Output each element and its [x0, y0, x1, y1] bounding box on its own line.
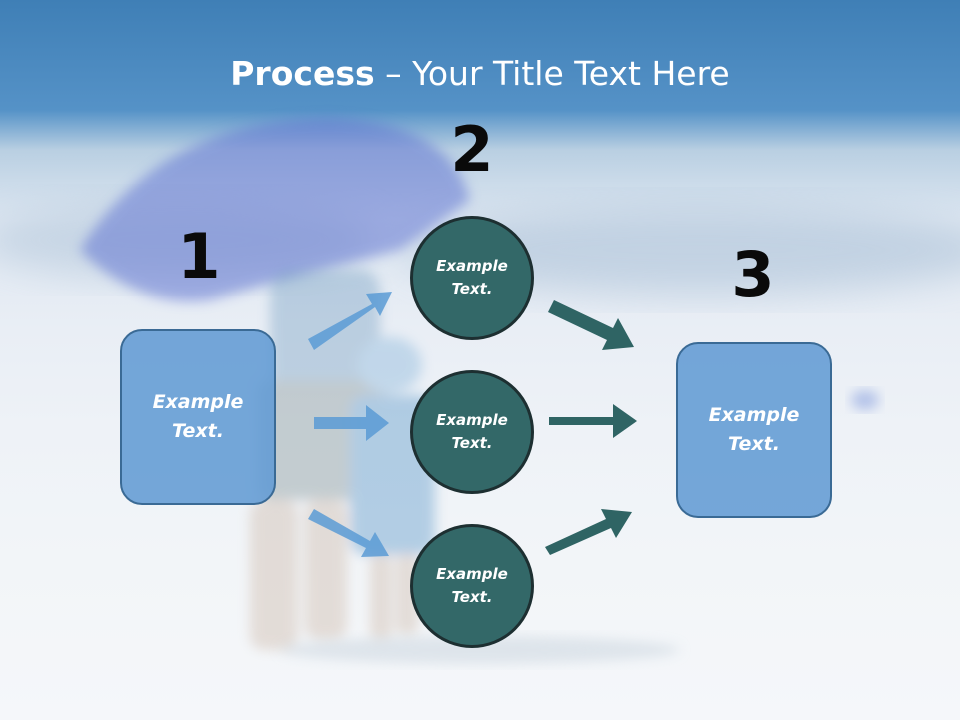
arrow-from-circle-2: [549, 404, 637, 438]
process-circle-1[interactable]: Example Text.: [410, 216, 534, 340]
left-box-text: Example Text.: [152, 391, 244, 442]
arrow-to-circle-1: [308, 292, 392, 350]
slide-title: Process – Your Title Text Here: [0, 52, 960, 96]
arrows-out: [545, 300, 637, 555]
circle-3-text: Example Text.: [436, 565, 508, 606]
left-process-box[interactable]: Example Text.: [120, 329, 276, 505]
right-box-text: Example Text.: [708, 404, 800, 455]
arrow-to-circle-3: [308, 509, 389, 557]
step-number-2: 2: [450, 113, 494, 186]
title-rest: – Your Title Text Here: [374, 54, 730, 93]
process-circle-2[interactable]: Example Text.: [410, 370, 534, 494]
arrow-from-circle-1: [548, 300, 634, 350]
arrows-in: [308, 292, 392, 557]
arrow-from-circle-3: [545, 509, 632, 555]
arrow-to-circle-2: [314, 405, 389, 441]
step-number-1: 1: [177, 220, 221, 293]
circle-1-text: Example Text.: [436, 257, 508, 298]
title-bold: Process: [230, 54, 375, 93]
step-number-3: 3: [731, 238, 775, 311]
process-circle-3[interactable]: Example Text.: [410, 524, 534, 648]
umbrella-shape: [80, 118, 470, 302]
circle-2-text: Example Text.: [436, 411, 508, 452]
right-process-box[interactable]: Example Text.: [676, 342, 832, 518]
